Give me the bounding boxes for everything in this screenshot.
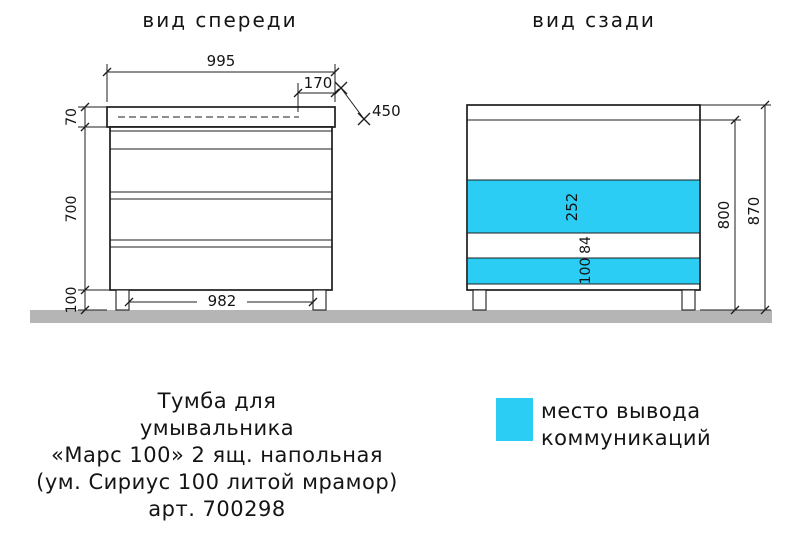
front-view-title: вид спереди — [142, 8, 298, 32]
technical-drawing: 995 170 450 70 700 1 — [30, 52, 772, 323]
caption-line-2: умывальника — [139, 416, 295, 440]
caption-line-1: Тумба для — [157, 389, 277, 413]
product-caption: Тумба для умывальника «Марс 100» 2 ящ. н… — [2, 388, 432, 523]
front-right-leg — [312, 289, 327, 311]
dim-depth-label: 450 — [372, 102, 401, 120]
dim-zone-upper-label: 252 — [563, 193, 581, 222]
cabinet-body — [109, 126, 333, 291]
dim-zone-lower-label: 100 — [578, 258, 594, 285]
front-view-dimensions: 995 170 450 70 700 1 — [64, 52, 401, 315]
front-left-leg — [115, 289, 130, 311]
back-left-leg — [472, 289, 487, 311]
legend-line-2: коммуникаций — [541, 426, 712, 450]
legend-line-1: место вывода — [541, 399, 701, 423]
caption-line-4: (ум. Сириус 100 литой мрамор) — [36, 470, 398, 494]
communication-zone-upper — [468, 180, 699, 233]
dim-top-height-label: 70 — [64, 108, 80, 126]
dim-total-height-label: 870 — [745, 197, 763, 226]
back-right-leg — [681, 289, 696, 311]
legend-label: место вывода коммуникаций — [541, 398, 711, 452]
dim-offset-label: 170 — [304, 74, 333, 92]
dim-inner-height-label: 800 — [715, 201, 733, 230]
back-view-title: вид сзади — [532, 8, 656, 32]
dim-width-bottom-label: 982 — [208, 292, 237, 310]
dim-zone-gap-label: 84 — [578, 236, 594, 254]
dim-leg-height-label: 100 — [64, 287, 80, 314]
dim-width-top-label: 995 — [207, 52, 236, 70]
back-view-cabinet: 252 84 100 — [466, 104, 701, 311]
communication-zone-lower — [468, 258, 699, 284]
back-view-dimensions: 800 870 — [700, 100, 771, 315]
caption-line-3: «Марс 100» 2 ящ. напольная — [51, 443, 383, 467]
floor-bar — [30, 310, 772, 323]
caption-line-5: арт. 700298 — [148, 497, 286, 521]
legend-color-swatch — [496, 398, 533, 441]
dim-body-height-label: 700 — [64, 196, 80, 223]
front-view-cabinet — [106, 106, 336, 311]
